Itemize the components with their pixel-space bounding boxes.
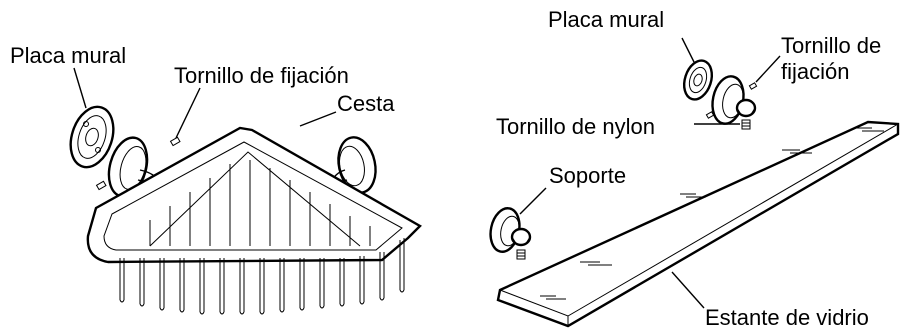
label-wall-plate-right: Placa mural xyxy=(548,7,664,32)
wall-plate-right xyxy=(682,59,714,101)
label-wall-plate-left: Placa mural xyxy=(10,43,126,68)
shelf-bracket-top xyxy=(711,75,757,125)
label-set-screw-right-line2: fijación xyxy=(781,59,849,84)
glass-shelf-diagram: Placa mural Tornillo de fijación Tornill… xyxy=(489,7,900,330)
set-screw-right-b xyxy=(705,111,715,119)
leader-wall-plate-right xyxy=(681,37,695,63)
shelf-bracket-bottom xyxy=(489,207,532,253)
label-bracket: Soporte xyxy=(549,163,626,188)
wall-plate-left xyxy=(69,105,115,169)
label-set-screw-right-line1: Tornillo de xyxy=(781,33,881,58)
label-glass-shelf: Estante de vidrio xyxy=(705,305,869,330)
label-nylon-screw: Tornillo de nylon xyxy=(496,114,655,139)
leader-set-screw-right xyxy=(755,55,781,83)
corner-basket-diagram: Placa mural Tornillo de fijación Cesta xyxy=(10,43,422,315)
leader-bracket xyxy=(519,187,547,215)
leader-set-screw-left xyxy=(175,87,201,139)
set-screw-right-a xyxy=(748,82,758,90)
leader-glass-shelf xyxy=(671,271,705,309)
set-screw-left-a xyxy=(169,136,181,147)
set-screw-left-b xyxy=(95,180,107,191)
nylon-screw-top xyxy=(741,119,751,130)
label-basket: Cesta xyxy=(337,91,395,116)
label-set-screw-left: Tornillo de fijación xyxy=(174,63,349,88)
nylon-screw-bottom xyxy=(516,249,526,260)
leader-wall-plate-left xyxy=(73,67,87,109)
glass-shelf xyxy=(496,120,900,328)
basket-body xyxy=(86,126,422,315)
leader-basket xyxy=(299,111,337,127)
